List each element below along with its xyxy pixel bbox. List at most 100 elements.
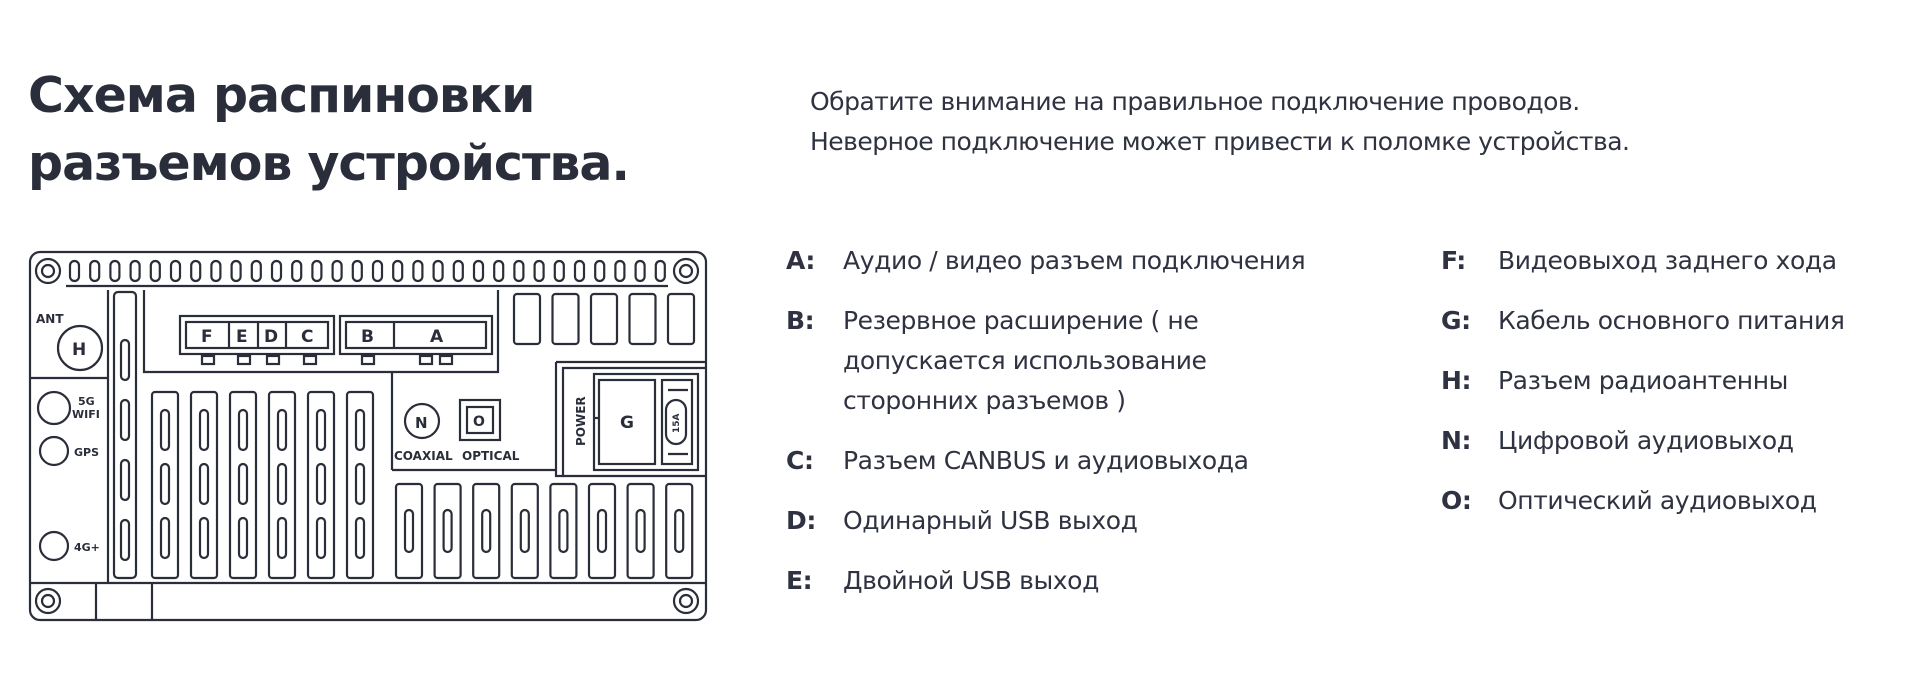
vent-slot bbox=[198, 516, 210, 560]
connector-latch bbox=[360, 354, 376, 366]
vent-column bbox=[549, 482, 578, 580]
vent-slot bbox=[129, 259, 141, 283]
vent-column bbox=[394, 482, 424, 580]
optical-connector-o bbox=[458, 398, 502, 442]
vent-slot bbox=[198, 462, 210, 506]
legend-item-a: A: Аудио / видео разъем подключения bbox=[786, 241, 1346, 281]
vent-slot bbox=[315, 408, 327, 452]
vent-slot bbox=[354, 462, 366, 506]
legend-item-h: H: Разъем радиоантенны bbox=[1441, 361, 1901, 401]
vent-slot bbox=[311, 259, 323, 283]
vent-slot bbox=[331, 259, 343, 283]
legend-item-n: N: Цифровой аудиовыход bbox=[1441, 421, 1901, 461]
vent-slot bbox=[250, 259, 262, 283]
fuse-holder bbox=[660, 378, 694, 466]
lower-left-vents bbox=[150, 390, 375, 580]
n-label: N bbox=[415, 414, 428, 432]
fuse-15a bbox=[664, 398, 688, 446]
vent-slot bbox=[634, 259, 646, 283]
vent-slot bbox=[553, 259, 565, 283]
vent-slot bbox=[635, 508, 646, 554]
warning-note-line2: Неверное подключение может привести к по… bbox=[810, 127, 1630, 156]
vent-slot bbox=[442, 508, 453, 554]
lte-label: 4G+ bbox=[74, 541, 100, 554]
vent-slot bbox=[432, 259, 444, 283]
screw-top-right bbox=[672, 257, 700, 285]
connector-housing-ba-inner bbox=[344, 320, 488, 350]
connector-c-label: C bbox=[301, 327, 313, 347]
vent-slot bbox=[230, 259, 242, 283]
h-label: H bbox=[72, 340, 86, 360]
vent-slot bbox=[276, 516, 288, 560]
connector-block-outline bbox=[142, 290, 500, 374]
vent-slot bbox=[198, 408, 210, 452]
right-top-vents bbox=[512, 292, 696, 346]
connector-latch bbox=[265, 354, 281, 366]
vent-slot bbox=[169, 259, 182, 283]
vent-slot bbox=[472, 259, 485, 283]
power-label: POWER bbox=[574, 396, 588, 446]
connector-latch bbox=[438, 354, 454, 366]
vent-slot bbox=[159, 462, 171, 506]
connector-latch bbox=[418, 354, 434, 366]
vent-slot bbox=[403, 508, 415, 554]
legend-key: F: bbox=[1441, 246, 1466, 275]
lte-connector bbox=[38, 530, 70, 562]
connector-latch bbox=[200, 354, 216, 366]
vent-slot bbox=[412, 259, 424, 283]
power-connector-g bbox=[592, 372, 700, 472]
legend-text: Кабель основного питания bbox=[1498, 306, 1845, 335]
vent-slot bbox=[159, 516, 171, 560]
vent-slot bbox=[596, 508, 608, 554]
legend-text: Разъем радиоантенны bbox=[1498, 366, 1788, 395]
legend-text: Одинарный USB выход bbox=[843, 506, 1138, 535]
vent-slot bbox=[315, 516, 327, 560]
legend-item-o: O: Оптический аудиовыход bbox=[1441, 481, 1901, 521]
legend-item-f: F: Видеовыход заднего хода bbox=[1441, 241, 1901, 281]
connector-housing-fedc bbox=[178, 314, 336, 356]
vent-column bbox=[150, 390, 180, 580]
screw-top-left bbox=[34, 257, 62, 285]
page-title-line1: Схема распиновки bbox=[28, 67, 535, 124]
connector-housing-ba bbox=[338, 314, 494, 356]
panel-frame bbox=[28, 250, 708, 622]
vent-slot bbox=[119, 338, 131, 382]
connector-latch bbox=[236, 354, 252, 366]
vent-column bbox=[587, 482, 617, 580]
vent-slot bbox=[149, 259, 161, 283]
vent-column bbox=[433, 482, 462, 580]
legend-text: допускается использование bbox=[843, 346, 1207, 375]
lower-right-vents bbox=[394, 482, 694, 580]
vent-box bbox=[551, 292, 580, 346]
vent-slot bbox=[354, 408, 366, 452]
legend-text: Аудио / видео разъем подключения bbox=[843, 246, 1306, 275]
vent-slot bbox=[237, 408, 249, 452]
wifi-label-5g: 5G bbox=[78, 395, 95, 408]
legend-text: сторонних разъемов ) bbox=[843, 386, 1126, 415]
legend-text: Оптический аудиовыход bbox=[1498, 486, 1817, 515]
screw-bottom-right bbox=[672, 587, 700, 615]
coaxial-connector-n bbox=[403, 402, 441, 440]
optical-connector-o-inner bbox=[465, 405, 495, 435]
legend-text: Цифровой аудиовыход bbox=[1498, 426, 1794, 455]
legend-key: O: bbox=[1441, 486, 1472, 515]
connector-a-label: A bbox=[430, 327, 444, 347]
top-vents bbox=[68, 259, 666, 283]
connector-panel-diagram: ANT H 5G WIFI GPS 4G+ F E D C B A N COAX… bbox=[28, 250, 708, 622]
connector-f-label: F bbox=[201, 327, 213, 347]
vent-strip bbox=[112, 290, 138, 580]
warning-note-line1: Обратите внимание на правильное подключе… bbox=[810, 87, 1580, 116]
connector-b-label: B bbox=[361, 327, 374, 347]
vent-slot bbox=[109, 259, 121, 283]
vent-slot bbox=[119, 458, 131, 502]
vent-slot bbox=[594, 259, 606, 283]
vent-box bbox=[628, 292, 657, 346]
vent-slot bbox=[276, 462, 288, 506]
vent-box bbox=[512, 292, 542, 346]
vent-slot bbox=[159, 408, 171, 452]
fuse-label: 15A bbox=[672, 413, 682, 433]
vent-column bbox=[189, 390, 219, 580]
vent-column bbox=[510, 482, 539, 580]
antenna-connector-h bbox=[56, 324, 104, 372]
vent-column bbox=[626, 482, 655, 580]
